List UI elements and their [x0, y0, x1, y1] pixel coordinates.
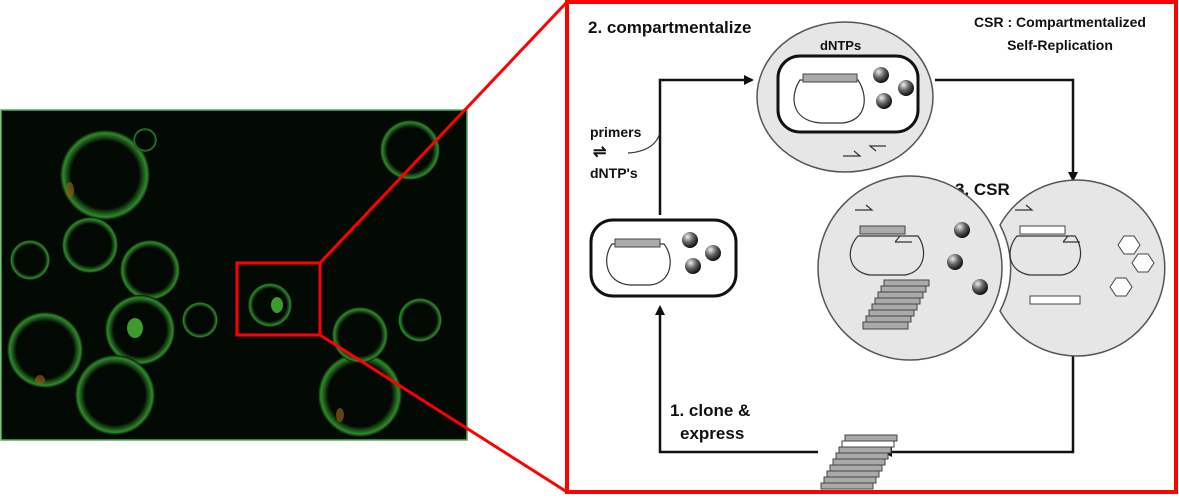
csr-title-line2: Self-Replication — [1007, 37, 1113, 53]
connector-line-bottom — [319, 333, 568, 494]
selected-library-stack — [820, 434, 898, 490]
vesicles — [7, 120, 442, 437]
arrow-to-express — [655, 305, 818, 454]
csr-title-line1: CSR : Compartmentalized — [974, 14, 1146, 30]
csr-droplet-left — [817, 175, 1003, 361]
arrow-to-csr — [935, 78, 1078, 182]
arrow-to-library — [882, 342, 1075, 457]
connector-line-top — [318, 0, 569, 265]
zoom-region-box — [235, 261, 322, 337]
step3-label: 3. CSR — [955, 180, 1010, 199]
dntps-left-label: dNTP's — [590, 165, 638, 181]
arrow-to-compartmentalize — [658, 75, 754, 215]
dntps-label: dNTPs — [820, 38, 861, 53]
step1-label-line1: 1. clone & — [670, 401, 750, 420]
step2-label: 2. compartmentalize — [588, 18, 751, 37]
equilibrium-icon: ⇌ — [593, 144, 606, 161]
emulsion-droplet-top: dNTPs — [756, 21, 934, 173]
step1-label-line2: express — [680, 424, 744, 443]
primers-label: primers — [590, 124, 642, 140]
dntp-ball — [898, 80, 914, 96]
csr-diagram: 2. compartmentalize CSR : Compartmentali… — [565, 0, 1178, 494]
fluorescence-micrograph — [0, 109, 468, 441]
expressing-cell — [589, 218, 738, 298]
csr-droplet-right — [999, 179, 1166, 357]
amplified-dna-stack — [862, 279, 930, 330]
dntp-ball — [876, 93, 892, 109]
dntp-ball — [873, 67, 889, 83]
